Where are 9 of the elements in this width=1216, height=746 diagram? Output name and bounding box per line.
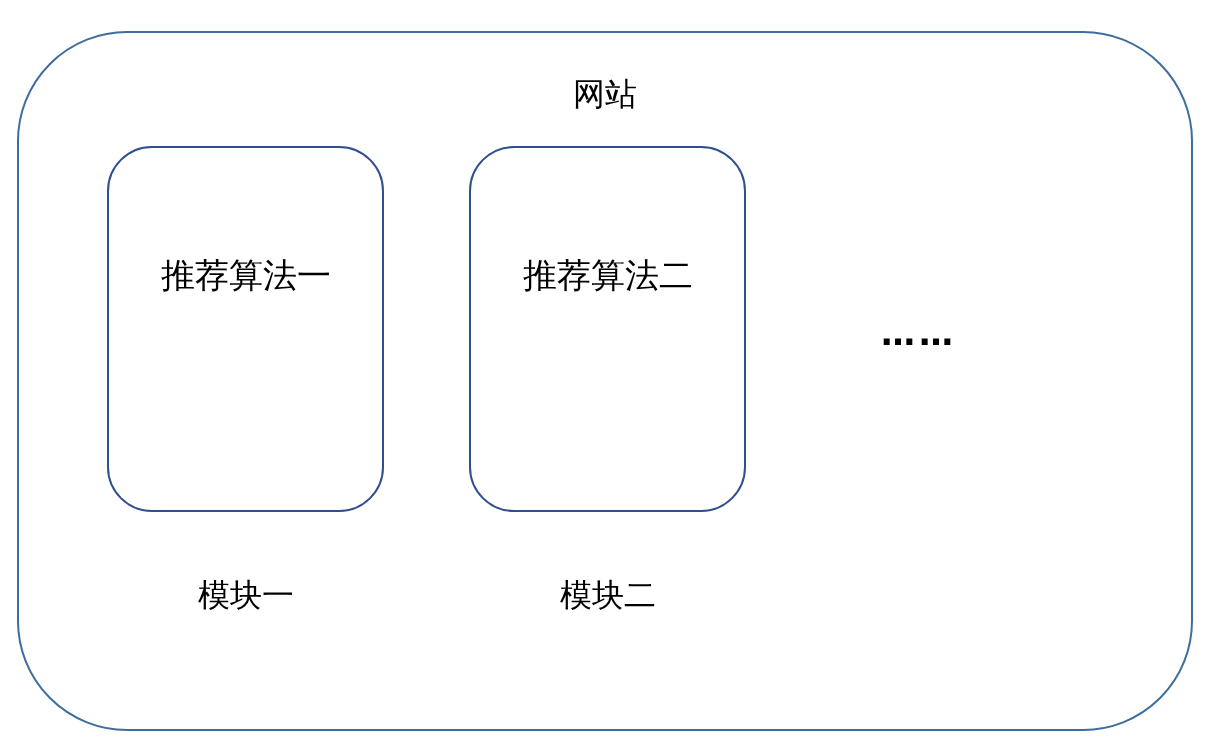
module-caption: 模块一 (197, 575, 294, 616)
container-title: 网站 (573, 74, 637, 115)
module-box (469, 146, 746, 512)
ellipsis: …… (881, 313, 957, 353)
module-caption: 模块二 (559, 575, 656, 616)
website-container (17, 31, 1193, 731)
algorithm-label: 推荐算法二 (522, 254, 693, 297)
algorithm-label: 推荐算法一 (160, 254, 331, 297)
module-box (107, 146, 384, 512)
